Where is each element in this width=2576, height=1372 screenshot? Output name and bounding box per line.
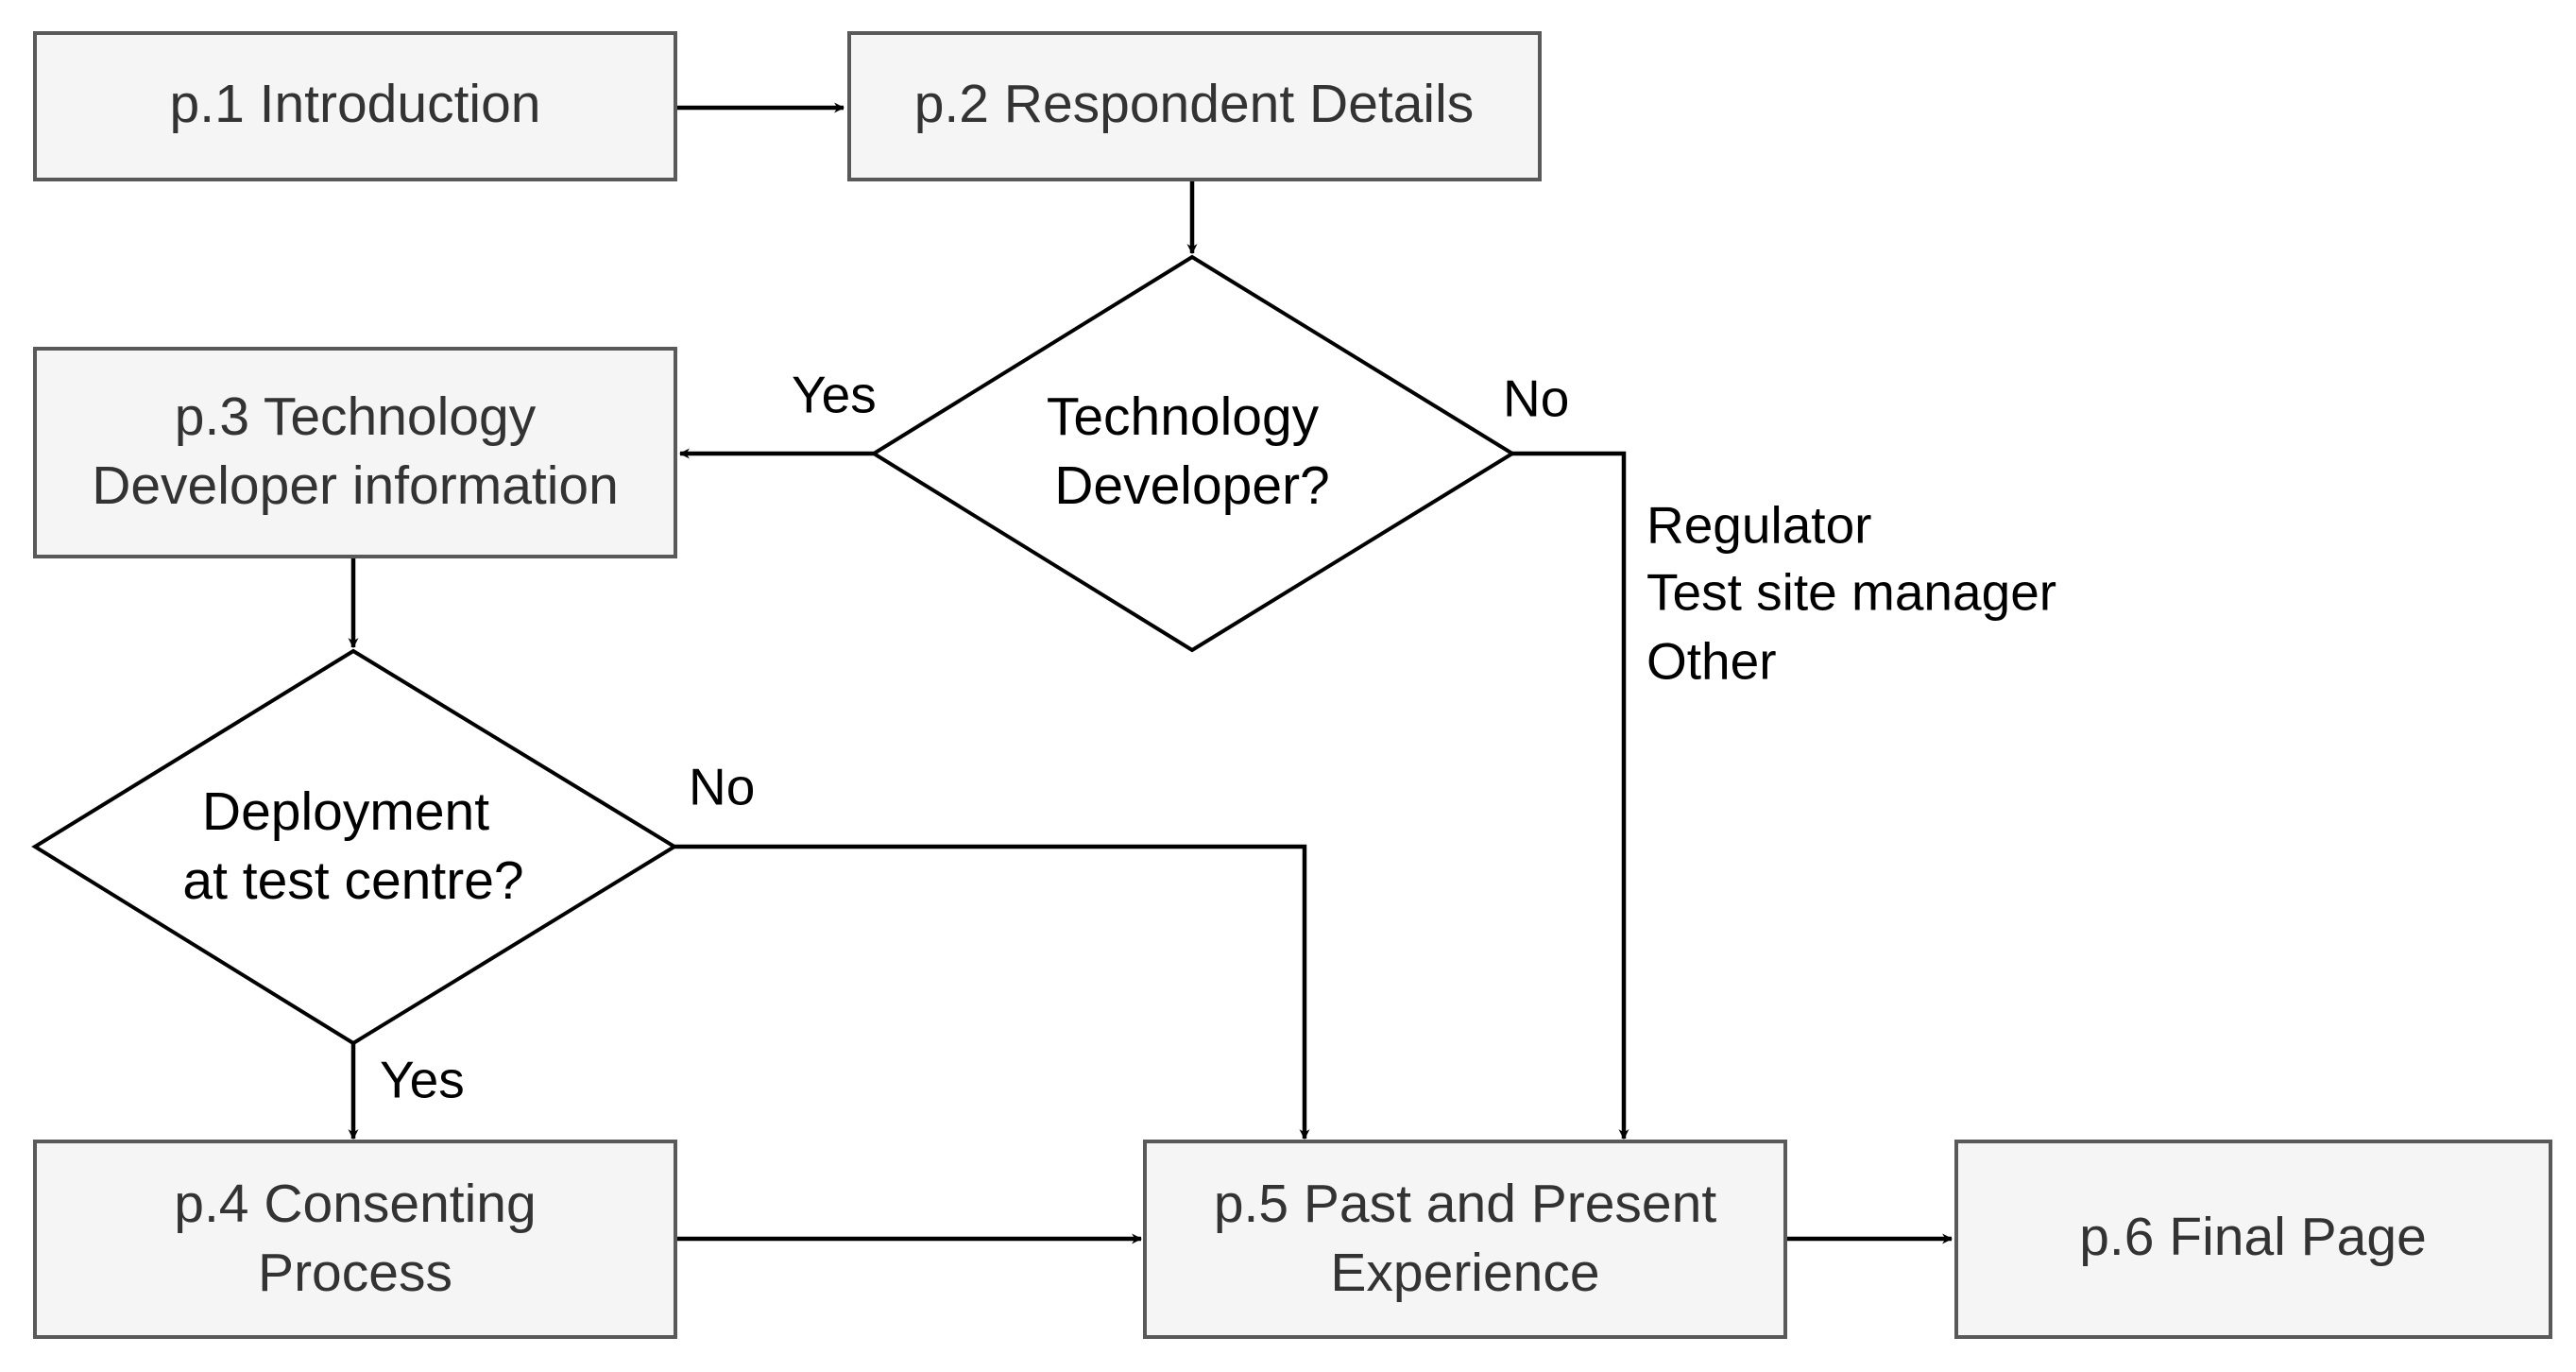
decision-technology-developer: Technology Developer? [870,254,1516,653]
edges [348,102,1953,1244]
decision-deploy-label-line-1: Deployment [202,781,489,842]
edge-label-regulator: Regulator [1646,496,1871,555]
box-p3-label-line-2: Developer information [92,455,619,516]
box-p3-label-line-1: p.3 Technology [175,386,537,447]
box-p5-past-and-present-experience: p.5 Past and Present Experience [1143,1140,1787,1339]
box-p6-label: p.6 Final Page [2079,1207,2427,1267]
box-p3-technology-developer-information: p.3 Technology Developer information [33,347,677,558]
edge-label-deploy-no: No [689,758,755,816]
edge-label-deploy-yes: Yes [380,1051,465,1109]
decision-tech-label-line-2: Developer? [1054,455,1330,516]
decision-tech-label-line-1: Technology [1047,386,1320,447]
edge-label-other: Other [1646,632,1777,691]
edge-label-test-site-manager: Test site manager [1646,563,2056,622]
edge-label-tech-yes: Yes [792,366,877,424]
box-p4-label-line-2: Process [258,1243,452,1303]
box-p5-label-line-1: p.5 Past and Present [1214,1174,1717,1234]
box-p2-respondent-details: p.2 Respondent Details [847,31,1542,181]
box-p2-label: p.2 Respondent Details [914,74,1475,134]
box-p5-label-line-2: Experience [1330,1243,1599,1303]
box-p4-consenting-process: p.4 Consenting Process [33,1140,677,1339]
edge-tech-decision-no [1512,451,1629,1140]
decision-deploy-label-line-2: at test centre? [182,850,523,911]
box-p4-label-line-1: p.4 Consenting [174,1174,536,1234]
box-p1-introduction: p.1 Introduction [33,31,677,181]
decision-deployment-at-test-centre: Deployment at test centre? [31,648,678,1046]
edge-deploy-decision-no [674,844,1310,1140]
edge-label-tech-no: No [1503,369,1569,428]
box-p1-label: p.1 Introduction [170,74,541,134]
box-p6-final-page: p.6 Final Page [1954,1140,2552,1339]
